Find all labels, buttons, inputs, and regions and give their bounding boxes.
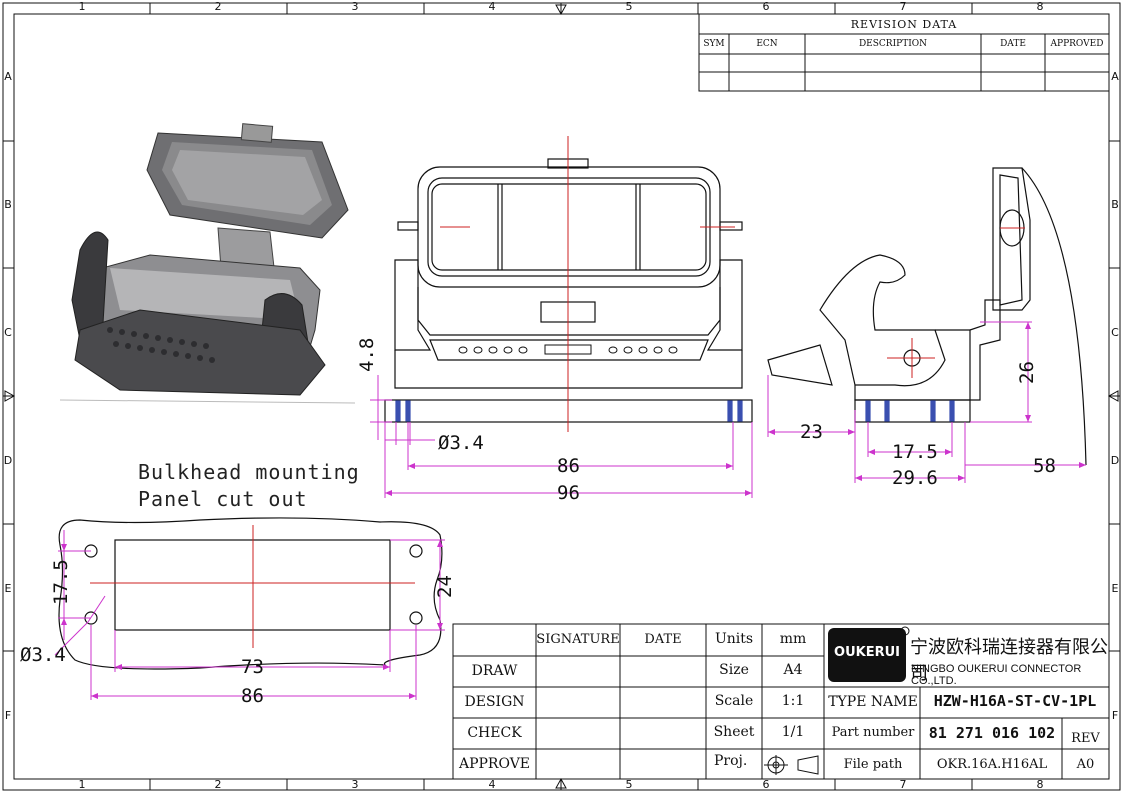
dim-cutout-24: 24 (434, 575, 456, 598)
type-name-label: TYPE NAME (828, 694, 918, 710)
revision-title: REVISION DATA (850, 18, 958, 31)
column-label: 2 (214, 0, 222, 13)
company-name-chinese: 宁波欧科瑞连接器有限公司 (910, 637, 1108, 684)
part-number-value: 81 271 016 102 (928, 724, 1056, 742)
column-label: 5 (625, 778, 633, 791)
note-panel-cutout: Panel cut out (138, 487, 308, 511)
row-label: D (1110, 454, 1120, 467)
file-path-label: File path (843, 757, 903, 772)
dim-side-58: 58 (1033, 455, 1056, 477)
tb-units-label: Units (714, 631, 754, 647)
column-label: 5 (625, 0, 633, 13)
column-label: 7 (899, 0, 907, 13)
logo-text: OUKERUI (834, 645, 900, 660)
company-name-english: NINGBO OUKERUI CONNECTOR CO.,LTD. (911, 663, 1082, 687)
projection-symbol (764, 755, 819, 775)
file-path-value: OKR.16A.H16AL (936, 757, 1048, 772)
dim-front-4-8: 4.8 (356, 337, 378, 372)
column-label: 1 (78, 0, 86, 13)
column-label: 3 (351, 778, 359, 791)
rev-value: A0 (1076, 757, 1095, 772)
tb-row-draw: DRAW (471, 663, 518, 679)
column-label: 2 (214, 778, 222, 791)
row-label: F (4, 709, 12, 722)
part-number-label: Part number (831, 725, 915, 740)
title-block (452, 623, 1110, 780)
row-label: E (4, 582, 12, 595)
row-label: B (1111, 198, 1119, 211)
revision-header-approved: APPROVED (1050, 39, 1104, 49)
column-label: 8 (1036, 778, 1044, 791)
type-name-value: HZW-H16A-ST-CV-1PL (933, 692, 1097, 710)
row-label: A (4, 70, 12, 83)
row-label: F (1111, 709, 1119, 722)
row-label: A (1111, 70, 1119, 83)
row-label: D (3, 454, 13, 467)
row-label: B (4, 198, 12, 211)
revision-header-date: DATE (1000, 39, 1026, 49)
tb-row-approve: APPROVE (458, 756, 531, 772)
dim-cutout-73: 73 (241, 656, 264, 678)
tb-scale-value: 1:1 (781, 693, 805, 709)
dim-front-hole: Ø3.4 (438, 432, 484, 454)
product-photo (59, 123, 356, 404)
oukerui-logo (828, 626, 910, 682)
dim-side-26: 26 (1016, 361, 1038, 384)
column-label: 6 (762, 778, 770, 791)
revision-header-ecn: ECN (756, 39, 778, 49)
column-label: 4 (488, 778, 496, 791)
side-view (767, 167, 1087, 466)
dim-cutout-86: 86 (241, 685, 264, 707)
column-label: 8 (1036, 0, 1044, 13)
column-label: 1 (78, 778, 86, 791)
panel-cutout (58, 517, 443, 670)
dim-front-96: 96 (557, 482, 580, 504)
tb-sheet-value: 1/1 (781, 724, 805, 740)
column-label: 7 (899, 778, 907, 791)
row-label: C (4, 326, 12, 339)
row-label: C (1111, 326, 1119, 339)
column-label: 4 (488, 0, 496, 13)
dim-side-29-6: 29.6 (892, 467, 938, 489)
tb-units-value: mm (779, 631, 807, 647)
dim-cutout-17-5: 17.5 (50, 559, 72, 605)
row-label: E (1111, 582, 1119, 595)
column-label: 6 (762, 0, 770, 13)
column-label: 3 (351, 0, 359, 13)
tb-size-value: A4 (783, 662, 803, 678)
tb-scale-label: Scale (714, 693, 754, 709)
tb-sheet-label: Sheet (713, 724, 755, 740)
dim-front-86: 86 (557, 455, 580, 477)
tb-size-label: Size (719, 662, 749, 678)
revision-header-description: DESCRIPTION (858, 39, 928, 49)
tb-signature-header: SIGNATURE (536, 632, 620, 647)
note-bulkhead-mounting: Bulkhead mounting (138, 460, 360, 484)
revision-header-sym: SYM (703, 39, 725, 49)
tb-row-design: DESIGN (464, 694, 525, 710)
rev-label: REV (1071, 731, 1100, 746)
dim-cutout-hole: Ø3.4 (20, 644, 66, 666)
dim-side-23: 23 (800, 421, 823, 443)
tb-date-header: DATE (644, 632, 682, 647)
tb-row-check: CHECK (467, 725, 522, 741)
dim-side-17-5: 17.5 (892, 441, 938, 463)
tb-proj-label: Proj. (714, 753, 748, 769)
